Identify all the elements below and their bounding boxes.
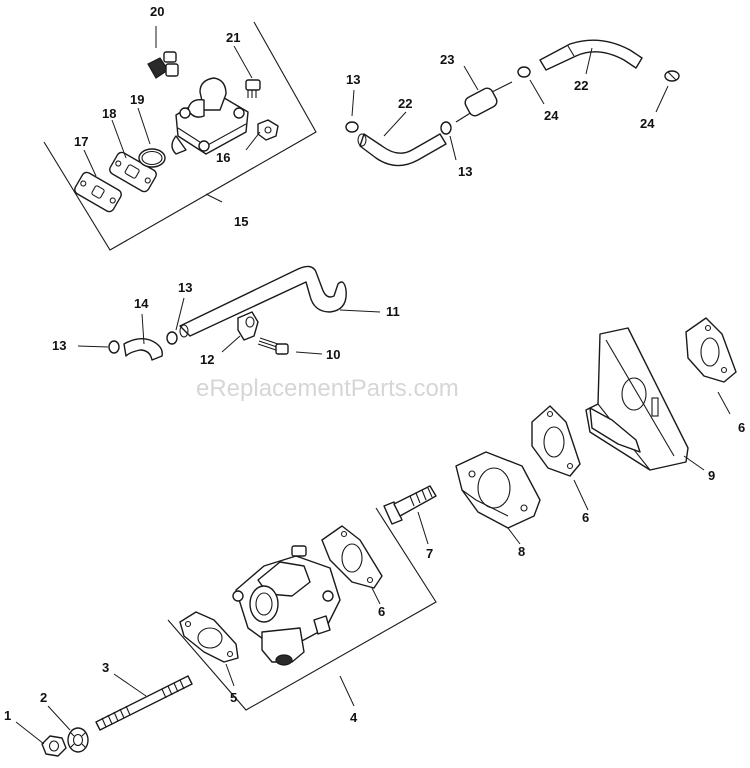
callout-labels: 20 21 19 18 17 16 15 13 22 23 13 24 22 2…	[4, 4, 745, 725]
callout-7: 7	[426, 546, 433, 561]
part-21-screw	[245, 79, 261, 98]
part-13-clamp-mid-left	[108, 340, 120, 354]
fastener-group	[41, 675, 193, 757]
callout-20: 20	[150, 4, 164, 19]
fuel-pump-group	[43, 21, 317, 251]
callout-3: 3	[102, 660, 109, 675]
air-cleaner-group	[585, 317, 737, 471]
callout-14: 14	[134, 296, 149, 311]
callout-18: 18	[102, 106, 116, 121]
callout-16: 16	[216, 150, 230, 165]
fuel-pump-body	[171, 77, 249, 155]
callout-6-right: 6	[738, 420, 745, 435]
part-10-screw	[257, 337, 289, 355]
part-1-nut	[41, 735, 67, 757]
part-23-fuel-filter	[455, 81, 513, 123]
watermark-text: eReplacementParts.com	[196, 375, 459, 402]
upper-fuel-line-group	[345, 39, 680, 167]
part-20-elbow-fitting	[147, 51, 179, 79]
callout-8: 8	[518, 544, 525, 559]
callout-4: 4	[350, 710, 358, 725]
callout-1: 1	[4, 708, 11, 723]
part-8-adapter	[455, 451, 541, 529]
callout-9: 9	[708, 468, 715, 483]
part-18-plate	[109, 151, 157, 193]
callout-11: 11	[386, 304, 400, 319]
part-12-clip	[237, 311, 259, 341]
callout-17: 17	[74, 134, 88, 149]
part-13-clamp-upper-right	[440, 121, 452, 135]
part-7-bolt	[383, 485, 437, 525]
callout-21: 21	[226, 30, 240, 45]
part-17-gasket	[74, 171, 122, 213]
part-6-gasket-middle	[531, 405, 581, 477]
bracket-4	[167, 507, 437, 711]
part-24-clamp-right	[664, 70, 680, 82]
part-22-hose-lower	[359, 133, 447, 167]
part-13-clamp-mid-right	[166, 331, 178, 345]
callout-6-middle: 6	[582, 510, 589, 525]
bracket-15	[43, 21, 317, 251]
part-22-hose-upper	[539, 39, 643, 71]
callout-13-upper-right: 13	[458, 164, 472, 179]
callout-22-lower: 22	[398, 96, 412, 111]
callout-6-left: 6	[378, 604, 385, 619]
part-13-clamp-upper-left	[345, 121, 359, 133]
part-24-clamp-upper	[517, 66, 531, 78]
callout-23: 23	[440, 52, 454, 67]
callout-5: 5	[230, 690, 237, 705]
part-5-gasket	[179, 611, 239, 663]
part-11-fuel-line	[179, 265, 347, 337]
part-14-hose	[123, 337, 163, 361]
callout-15: 15	[234, 214, 248, 229]
carburetor-group	[167, 507, 437, 711]
part-16-fitting	[257, 119, 279, 141]
callout-22-upper: 22	[574, 78, 588, 93]
callout-13-mid-left: 13	[52, 338, 66, 353]
callout-12: 12	[200, 352, 214, 367]
carburetor-body	[232, 545, 341, 666]
callout-10: 10	[326, 347, 340, 362]
intake-group	[383, 405, 581, 529]
callout-19: 19	[130, 92, 144, 107]
callout-24-right: 24	[640, 116, 655, 131]
part-3-stud	[95, 675, 193, 731]
leader-lines	[15, 26, 731, 745]
callout-24-upper: 24	[544, 108, 559, 123]
middle-fuel-line-group	[108, 265, 347, 361]
callout-2: 2	[40, 690, 47, 705]
part-2-washer	[67, 727, 89, 753]
part-6-gasket-left	[321, 525, 383, 589]
part-6-gasket-right	[685, 317, 737, 383]
callout-13-mid-right: 13	[178, 280, 192, 295]
callout-13-upper-left: 13	[346, 72, 360, 87]
